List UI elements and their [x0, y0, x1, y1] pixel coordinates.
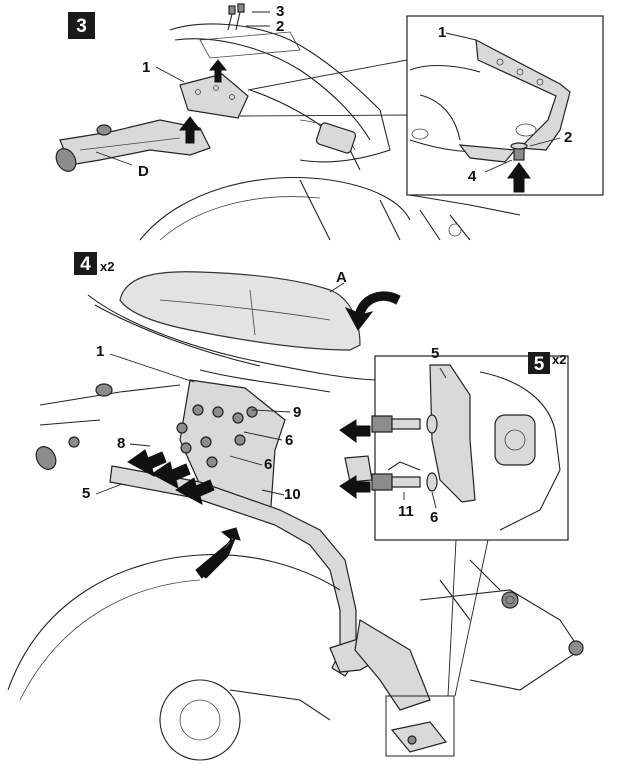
step-5-callout-5: 5 [431, 345, 439, 362]
step-4-callout-6a: 6 [285, 432, 293, 449]
step-3-plate [179, 73, 249, 119]
step-4-tail [35, 294, 381, 470]
step-3-arrow-up [208, 59, 228, 83]
step-3-callout-1: 1 [142, 59, 150, 76]
step-5-callout-6: 6 [430, 509, 438, 526]
step-4-arrow-b [151, 461, 191, 489]
step-5-target-box [385, 695, 455, 757]
step-4-callout-10: 10 [284, 486, 301, 503]
step-4-grab-bar [109, 465, 431, 711]
step-3-panel: 3 [55, 3, 521, 241]
step-3-part-d [55, 119, 211, 172]
step-4-panel: 4 x2 [7, 252, 584, 761]
step-5-number: 5 [534, 354, 545, 375]
step-3-detail: 1 2 4 [406, 15, 604, 196]
step-4-lower-frame [7, 554, 584, 761]
step-3-callout-3: 3 [276, 3, 284, 20]
step-4-seat [119, 271, 361, 351]
step-4-callout-1: 1 [96, 343, 104, 360]
detail-callout-2: 2 [564, 129, 572, 146]
step-3-detail-frame [406, 15, 604, 196]
step-4-callout-9: 9 [293, 404, 301, 421]
detail-callout-1: 1 [438, 24, 446, 41]
step-5-arrow-upper [339, 419, 371, 443]
step-3-arrow-up-2 [178, 116, 202, 144]
detail-callout-4: 4 [468, 168, 477, 185]
step-3-detail-arrow [507, 162, 531, 193]
step-4-callout-6b: 6 [264, 456, 272, 473]
step-3-bolts [199, 3, 301, 59]
step-4-multiplier: x2 [100, 259, 114, 274]
step-5-plate [429, 364, 476, 503]
step-4-callout-5: 5 [82, 485, 90, 502]
step-3-callout-2: 2 [276, 18, 284, 35]
step-5-detail: 5 x2 5 11 6 [339, 345, 569, 697]
step-4-number: 4 [80, 254, 91, 275]
step-4-callout-8: 8 [117, 435, 125, 452]
step-4-arrow-bar-fill [197, 535, 237, 579]
step-5-detail-frame [374, 355, 569, 541]
step-4-callout-a: A [336, 269, 347, 286]
step-5-multiplier: x2 [552, 352, 566, 367]
step-5-arrow-lower [339, 475, 371, 499]
step-4-curved-arrow [344, 291, 401, 331]
step-5-badge [528, 352, 550, 374]
step-4-badge [74, 252, 97, 275]
step-3-number: 3 [76, 16, 87, 37]
step-5-callout-11: 11 [398, 503, 414, 520]
step-3-callout-d: D [138, 163, 149, 180]
step-3-badge [68, 12, 95, 39]
step-4-arrow-c [175, 477, 215, 505]
